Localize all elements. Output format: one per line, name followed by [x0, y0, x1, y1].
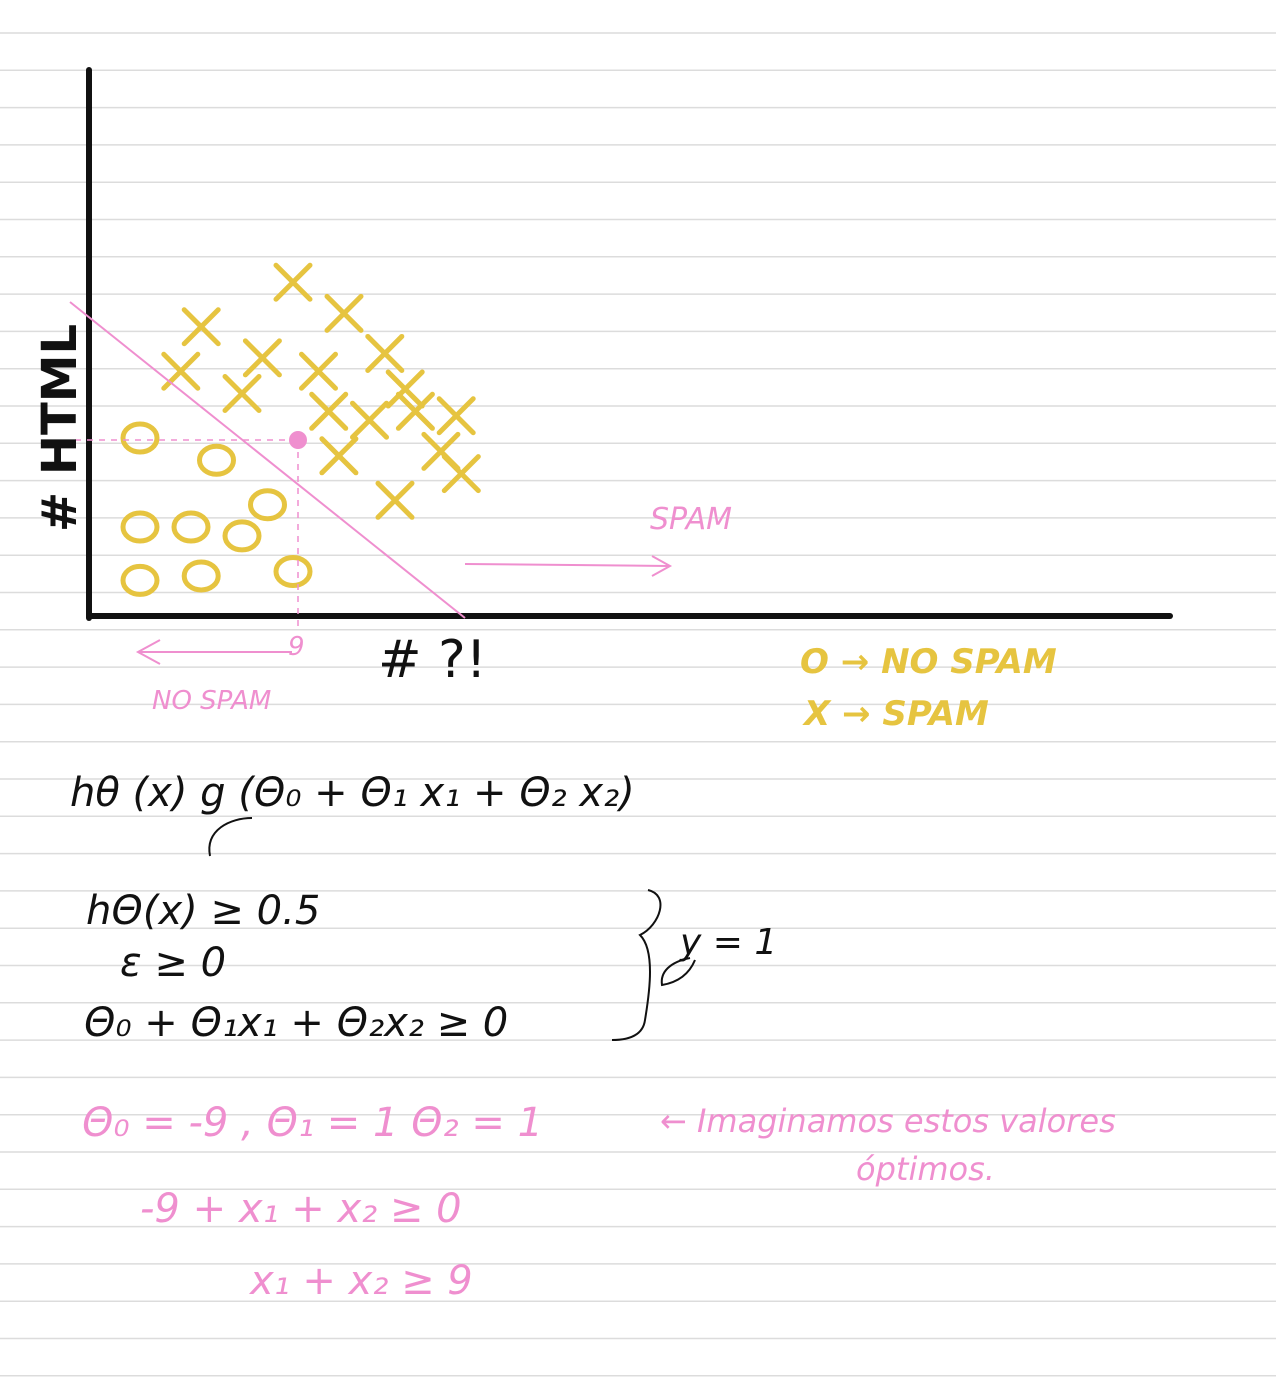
note-line-1: ← Imaginamos estos valores [660, 1102, 1116, 1140]
spam-point [350, 400, 389, 440]
spam-arrow-head [651, 555, 673, 577]
legend-spam: X → SPAM [804, 694, 989, 734]
spam-point [436, 396, 476, 436]
spam-point [222, 374, 262, 413]
spam-point [181, 307, 221, 347]
spam-point [299, 351, 338, 391]
spam-point [161, 351, 201, 391]
spam-point [395, 391, 435, 431]
spam-point [441, 454, 481, 494]
spam-point [319, 436, 359, 476]
spam-point [385, 369, 425, 409]
spam-point [324, 293, 364, 333]
no-spam-point [248, 488, 287, 522]
g-hook [208, 817, 253, 857]
x-axis-label: # ?! [378, 630, 487, 690]
substituted-inequality: -9 + x₁ + x₂ ≥ 0 [140, 1186, 462, 1232]
curly-brace [611, 889, 662, 1041]
spam-point [242, 338, 282, 378]
no-spam-point [197, 443, 236, 477]
no-spam-point [222, 519, 262, 553]
spam-point [375, 480, 415, 520]
parameter-values: Θ₀ = -9 , Θ₁ = 1 Θ₂ = 1 [82, 1100, 544, 1146]
spam-arrow-label: SPAM [650, 502, 733, 537]
no-spam-arrow-label: NO SPAM [152, 686, 272, 716]
highlight-point [289, 431, 307, 449]
result-label: y = 1 [680, 922, 778, 963]
no-spam-point [120, 563, 160, 597]
note-line-2: óptimos. [856, 1150, 995, 1188]
hypothesis-equation: hθ (x) g (Θ₀ + Θ₁ x₁ + Θ₂ x₂) [70, 770, 635, 816]
no-spam-point [181, 559, 221, 593]
no-spam-point [120, 421, 160, 455]
decision-boundary [69, 301, 466, 619]
x-tick-label: 9 [288, 632, 305, 662]
spam-point [365, 333, 405, 373]
brace-arrow [660, 957, 696, 987]
no-spam-arrow-head [135, 639, 161, 665]
condition-linear: Θ₀ + Θ₁x₁ + Θ₂x₂ ≥ 0 [84, 1000, 509, 1046]
no-spam-point [273, 555, 313, 588]
no-spam-point [171, 510, 211, 544]
y-axis-label: # HTML [32, 323, 88, 533]
simplified-inequality: x₁ + x₂ ≥ 9 [250, 1258, 473, 1304]
no-spam-point [120, 510, 160, 544]
spam-point [309, 391, 349, 431]
condition-threshold: hΘ(x) ≥ 0.5 [86, 888, 321, 934]
condition-z: ε ≥ 0 [120, 940, 227, 986]
spam-point [273, 262, 313, 302]
spam-arrow [464, 563, 669, 567]
legend-no-spam: O → NO SPAM [800, 642, 1057, 682]
